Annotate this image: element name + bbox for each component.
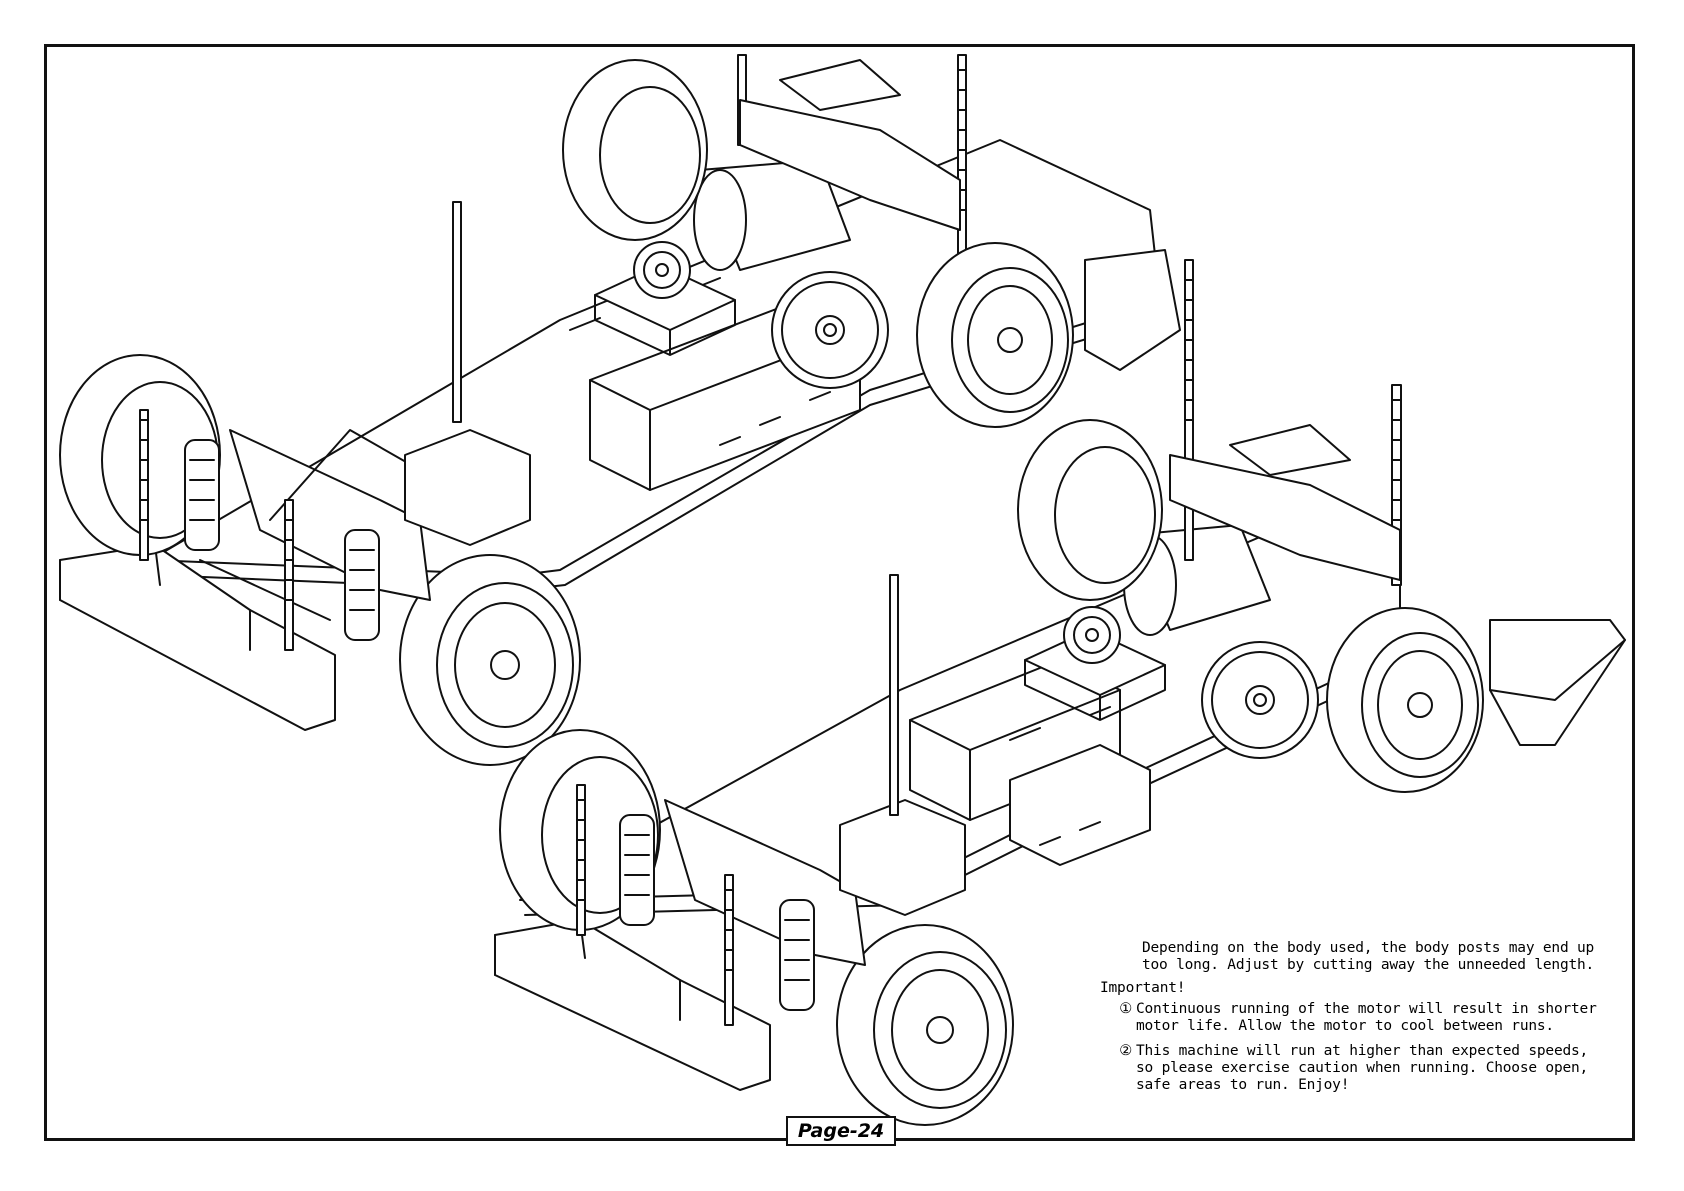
- page-number-label: Page-24: [786, 1116, 896, 1146]
- important-heading: Important!: [1100, 980, 1186, 996]
- item-marker: ①: [1119, 1001, 1132, 1017]
- item-text: This machine will run at higher than exp…: [1136, 1043, 1589, 1093]
- item-marker: ②: [1119, 1043, 1132, 1059]
- important-item-2: ② This machine will run at higher than e…: [1100, 1043, 1640, 1094]
- notes-block: Depending on the body used, the body pos…: [1100, 940, 1640, 1094]
- important-item-1: ① Continuous running of the motor will r…: [1100, 1001, 1640, 1035]
- item-text: Continuous running of the motor will res…: [1136, 1001, 1597, 1034]
- bottom-chassis-illustration: [494, 259, 1626, 1126]
- top-chassis-illustration: [59, 54, 1181, 766]
- body-post-note: Depending on the body used, the body pos…: [1142, 940, 1595, 973]
